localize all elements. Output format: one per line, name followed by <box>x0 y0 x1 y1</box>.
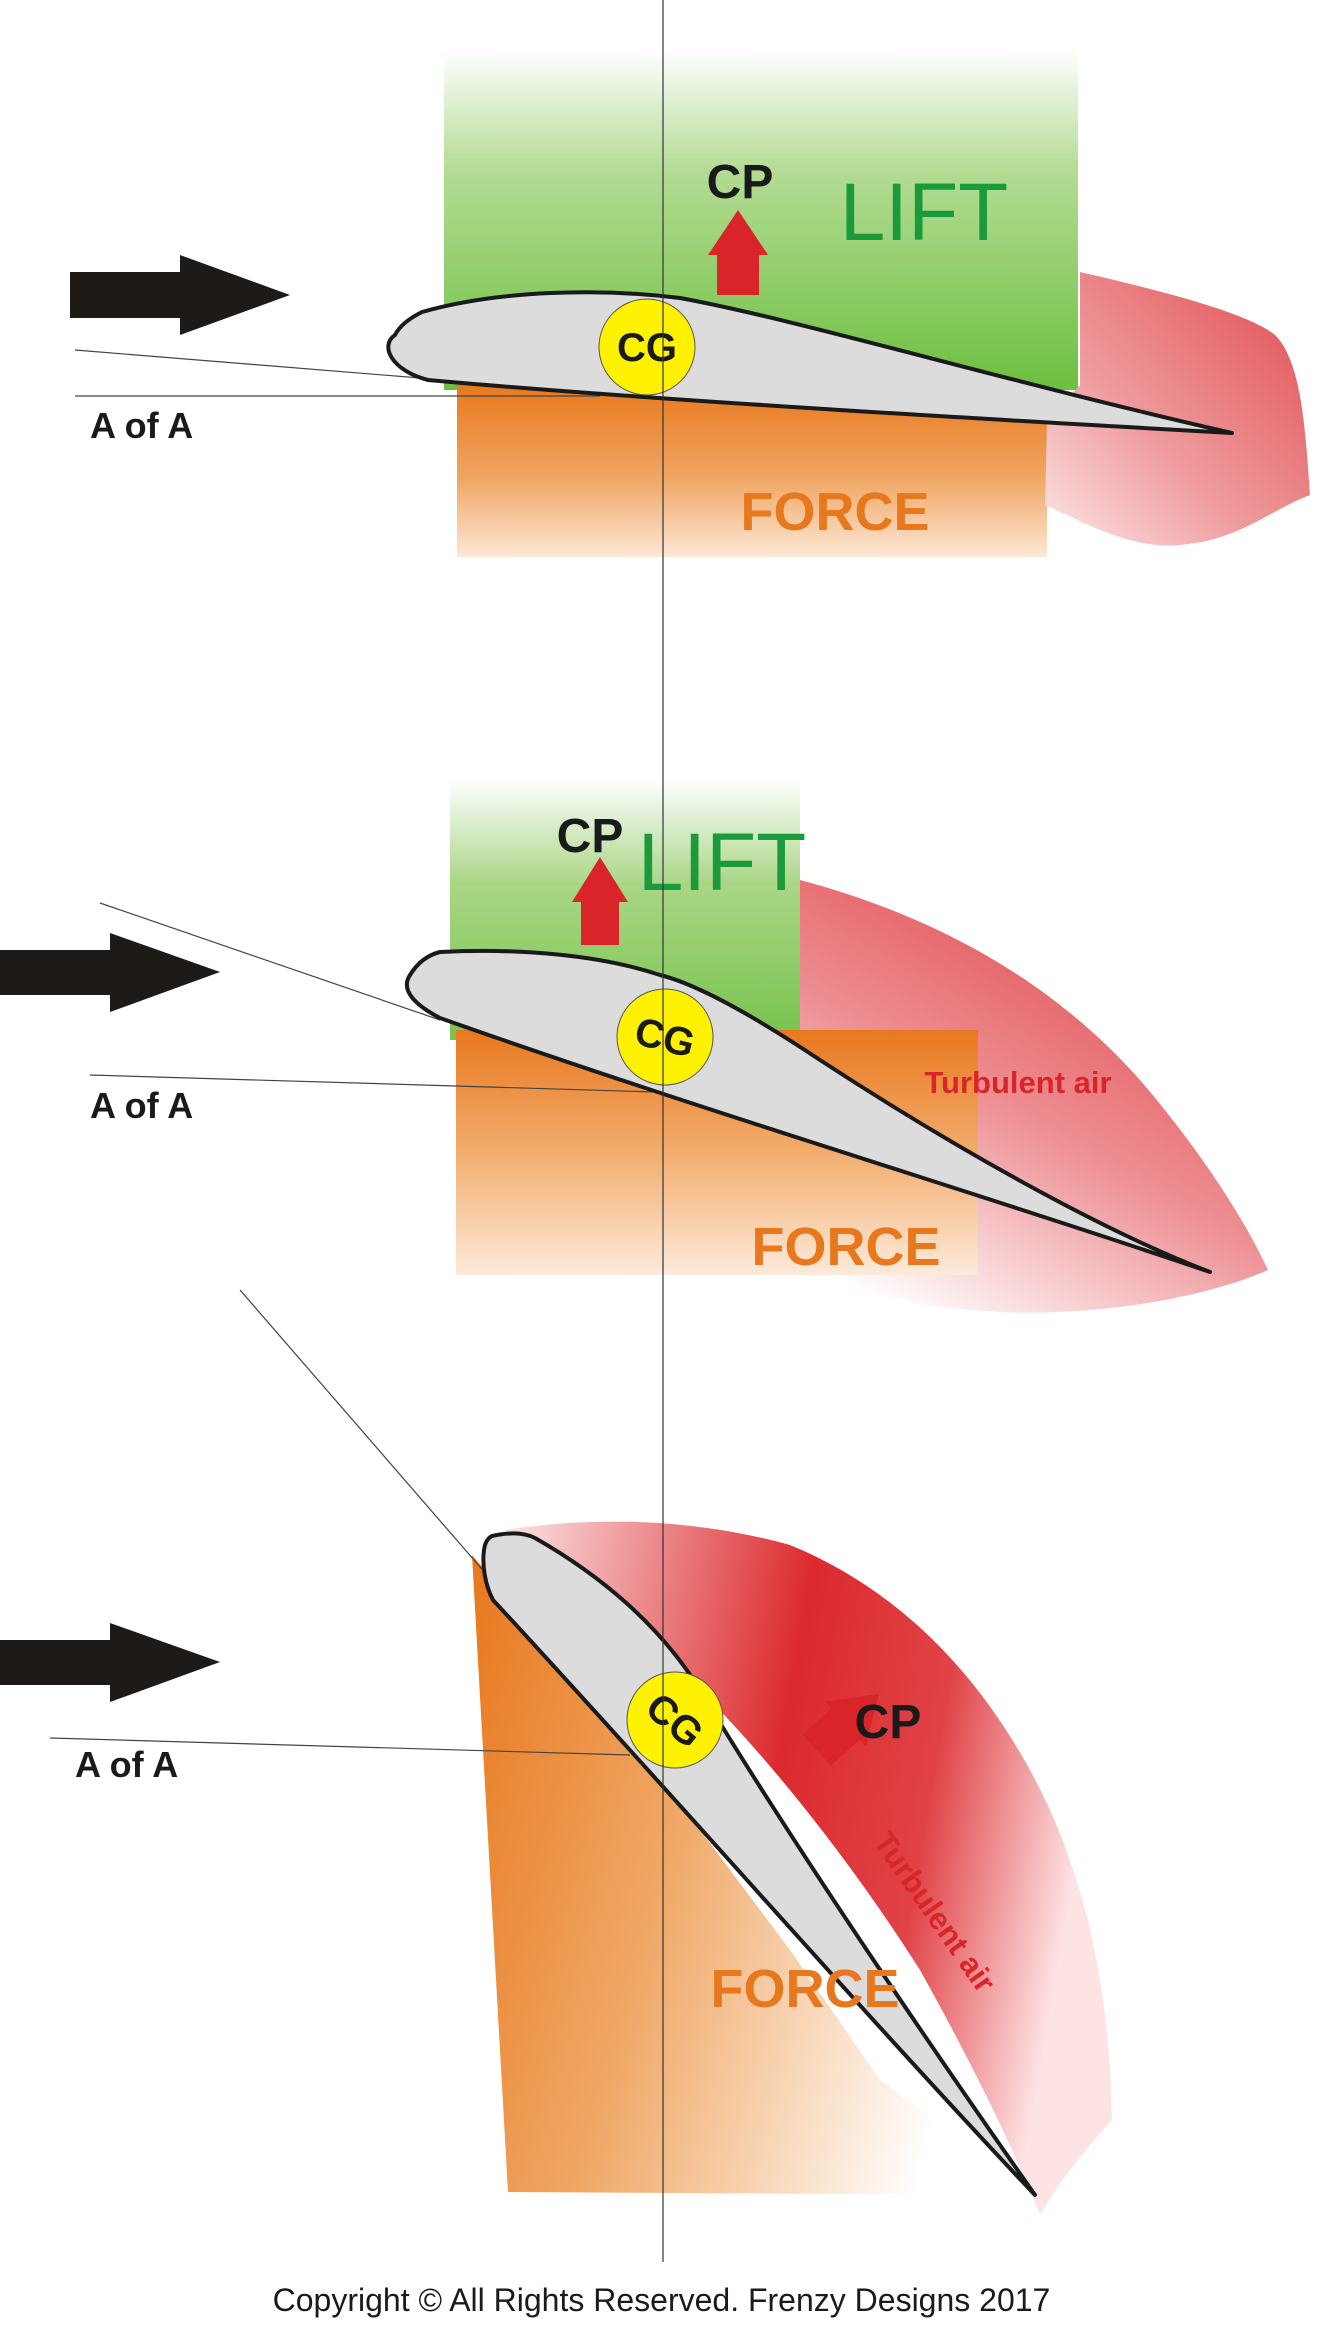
diagram-3: CG CP Turbulent air FORCE A of A <box>0 1289 1112 2215</box>
cg-marker <box>626 1671 724 1769</box>
right-arrow-icon <box>0 1623 220 1702</box>
aoa-chord-line <box>99 902 441 1021</box>
right-arrow-icon <box>0 933 220 1012</box>
turbulent-label: Turbulent air <box>924 1065 1111 1100</box>
up-arrow-icon <box>708 210 768 295</box>
turbulent-region <box>1045 272 1310 546</box>
cg-marker <box>598 298 696 396</box>
force-label: FORCE <box>711 1959 900 2019</box>
cg-marker <box>616 988 714 1086</box>
airfoil <box>481 1531 1037 2197</box>
copyright-text: Copyright © All Rights Reserved. Frenzy … <box>272 2282 1051 2318</box>
force-label: FORCE <box>741 482 930 542</box>
diagram-1: CG CP LIFT FORCE A of A <box>70 50 1310 557</box>
turbulent-region <box>505 1521 1112 2215</box>
airfoil <box>404 948 1212 1274</box>
lift-label: LIFT <box>638 817 807 908</box>
aoa-label: A of A <box>90 405 193 446</box>
force-region <box>472 1555 1035 2195</box>
lift-label: LIFT <box>840 167 1009 258</box>
diagram-2: CG CP LIFT Turbulent air FORCE A of A <box>0 780 1268 1313</box>
cp-label: CP <box>557 810 624 863</box>
airfoil <box>386 290 1234 435</box>
aoa-horizontal-line <box>89 1074 656 1093</box>
aoa-horizontal-line <box>49 1737 631 1756</box>
cp-label: CP <box>707 156 774 209</box>
aoa-label: A of A <box>75 1744 178 1785</box>
force-label: FORCE <box>752 1217 941 1277</box>
right-arrow-icon <box>70 255 290 335</box>
cg-label: CG <box>617 326 677 370</box>
cp-label: CP <box>855 1696 922 1749</box>
up-arrow-icon <box>572 857 628 945</box>
aoa-chord-line <box>74 349 421 379</box>
aoa-label: A of A <box>90 1085 193 1126</box>
up-arrow-icon <box>802 1693 880 1766</box>
